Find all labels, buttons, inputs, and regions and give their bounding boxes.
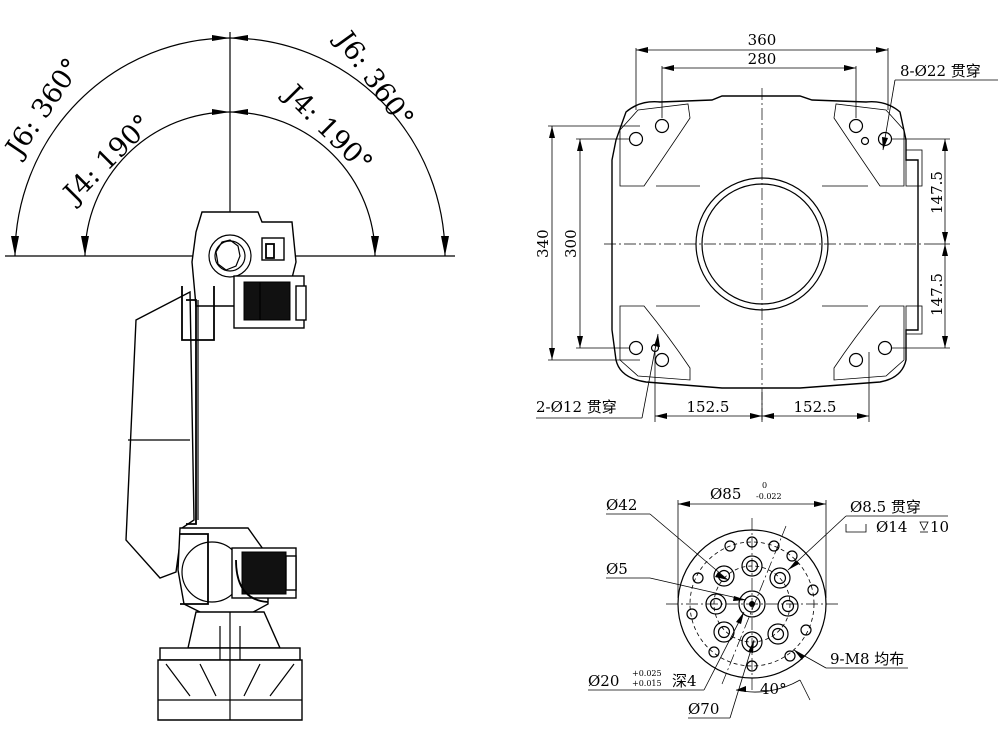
label-angle-40: 40° <box>760 680 787 698</box>
dim-width-inner: 280 <box>748 50 777 68</box>
j4-left-label: J4: 190° <box>56 109 158 211</box>
dim-width-outer: 360 <box>748 31 777 49</box>
robot-wrist <box>191 211 297 307</box>
flange-view: Ø85 0 -0.022 Ø42 Ø5 Ø20 +0.025 +0.015 深4… <box>588 481 949 719</box>
robot-arm <box>125 286 215 579</box>
dim-half-width-right: 152.5 <box>794 398 837 416</box>
label-diameter-42: Ø42 <box>606 496 637 514</box>
outer-bolt-holes <box>686 536 819 672</box>
upper-motor <box>233 275 307 329</box>
label-threaded-holes: 9-M8 均布 <box>830 650 904 668</box>
label-counterbore-14: Ø14 <box>876 518 907 536</box>
label-through-holes-22: 8-Ø22 贯穿 <box>900 62 981 80</box>
lower-motor <box>231 547 297 603</box>
label-diameter-20-tol-lower: +0.015 <box>632 679 662 688</box>
dim-half-height-top: 147.5 <box>928 171 946 214</box>
label-through-holes-12: 2-Ø12 贯穿 <box>536 398 617 416</box>
robot-base <box>157 611 303 721</box>
label-diameter-20-depth: 深4 <box>672 672 697 690</box>
dim-flange-outer-tol-lower: -0.022 <box>756 492 782 501</box>
dim-height-outer: 340 <box>534 229 552 258</box>
dim-flange-outer-diameter: Ø85 <box>710 485 741 503</box>
label-diameter-70: Ø70 <box>688 700 719 718</box>
label-diameter-5: Ø5 <box>606 560 628 578</box>
j4-right-label: J4: 190° <box>276 77 378 179</box>
dim-half-height-bottom: 147.5 <box>928 273 946 316</box>
j6-right-label: J6: 360° <box>328 23 420 133</box>
dim-height-inner: 300 <box>562 229 580 258</box>
label-counterbore-depth: 10 <box>930 518 949 536</box>
robot-side-view: J6: 360° J4: 190° J6: 360° J4: 190° <box>0 23 455 721</box>
base-plan-view: 360 280 340 300 147.5 147.5 <box>534 31 998 422</box>
dim-half-width-left: 152.5 <box>687 398 730 416</box>
label-through-hole-8-5: Ø8.5 贯穿 <box>850 498 921 516</box>
dim-flange-outer-tol-upper: 0 <box>762 481 767 490</box>
label-diameter-20-tol-upper: +0.025 <box>632 669 662 678</box>
label-diameter-20: Ø20 <box>588 672 619 690</box>
